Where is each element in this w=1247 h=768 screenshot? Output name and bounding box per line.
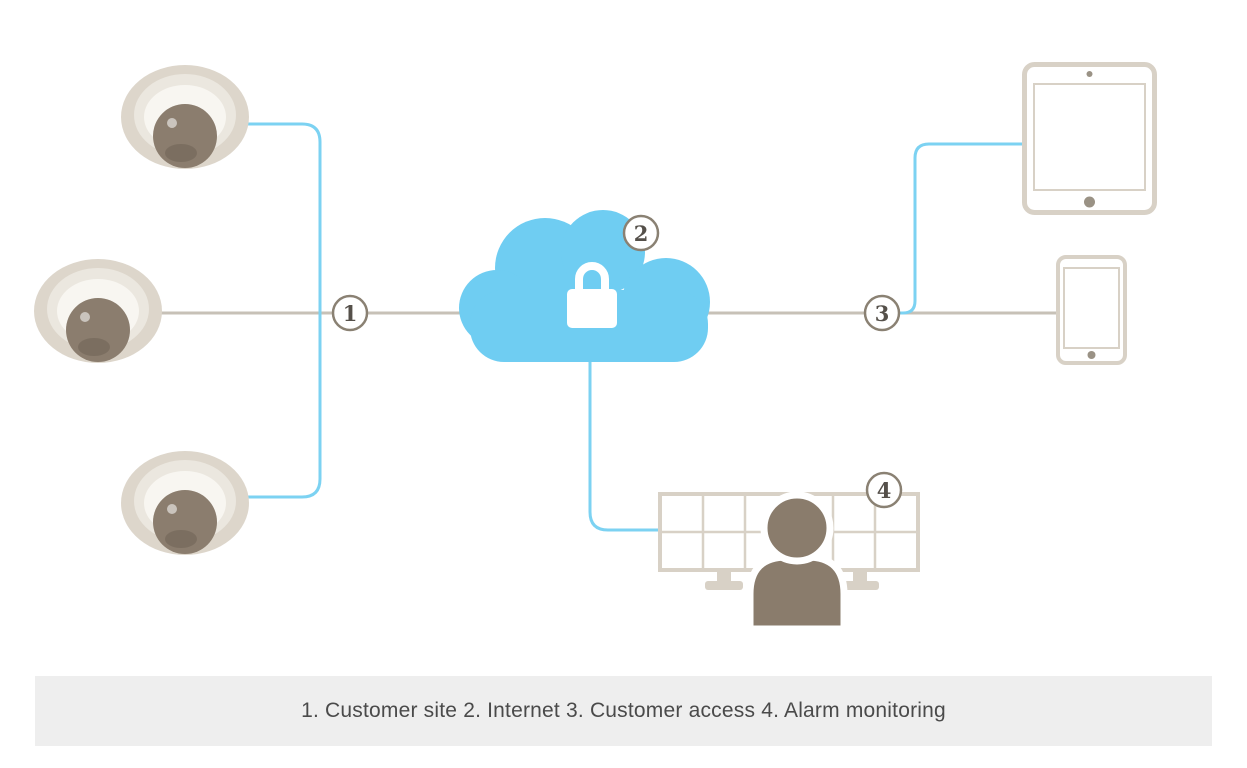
node-1-customer-site: 1: [331, 294, 369, 332]
link-node3-to-tablet: [897, 142, 1026, 315]
operator-person-icon: [746, 491, 848, 633]
dome-camera-3-icon: [121, 451, 249, 555]
node-4-label: 4: [877, 478, 892, 503]
caption-bar: 1. Customer site 2. Internet 3. Customer…: [35, 676, 1212, 746]
alarm-monitoring-station: [658, 491, 920, 633]
node-3-label: 3: [875, 301, 890, 326]
customer-access-devices: [1022, 62, 1157, 365]
node-4-alarm-monitoring: 4: [865, 471, 903, 509]
link-camera-branches: [246, 122, 322, 499]
cloud-icon: [459, 210, 710, 362]
lock-icon: [567, 262, 617, 328]
caption-text: 1. Customer site 2. Internet 3. Customer…: [301, 699, 946, 722]
internet-cloud: [459, 210, 710, 362]
node-2-internet: 2: [622, 214, 660, 252]
connection-lines: [140, 122, 1058, 532]
dome-camera-1-icon: [121, 65, 249, 169]
node-1-label: 1: [343, 301, 358, 326]
link-cloud-to-monitoring: [588, 358, 664, 532]
numbered-nodes: 1 2 3 4: [331, 214, 903, 509]
node-2-label: 2: [634, 221, 649, 246]
customer-site-cameras: [34, 65, 249, 555]
smartphone-icon: [1056, 255, 1127, 365]
tablet-icon: [1022, 62, 1157, 215]
node-3-customer-access: 3: [863, 294, 901, 332]
dome-camera-2-icon: [34, 259, 162, 363]
